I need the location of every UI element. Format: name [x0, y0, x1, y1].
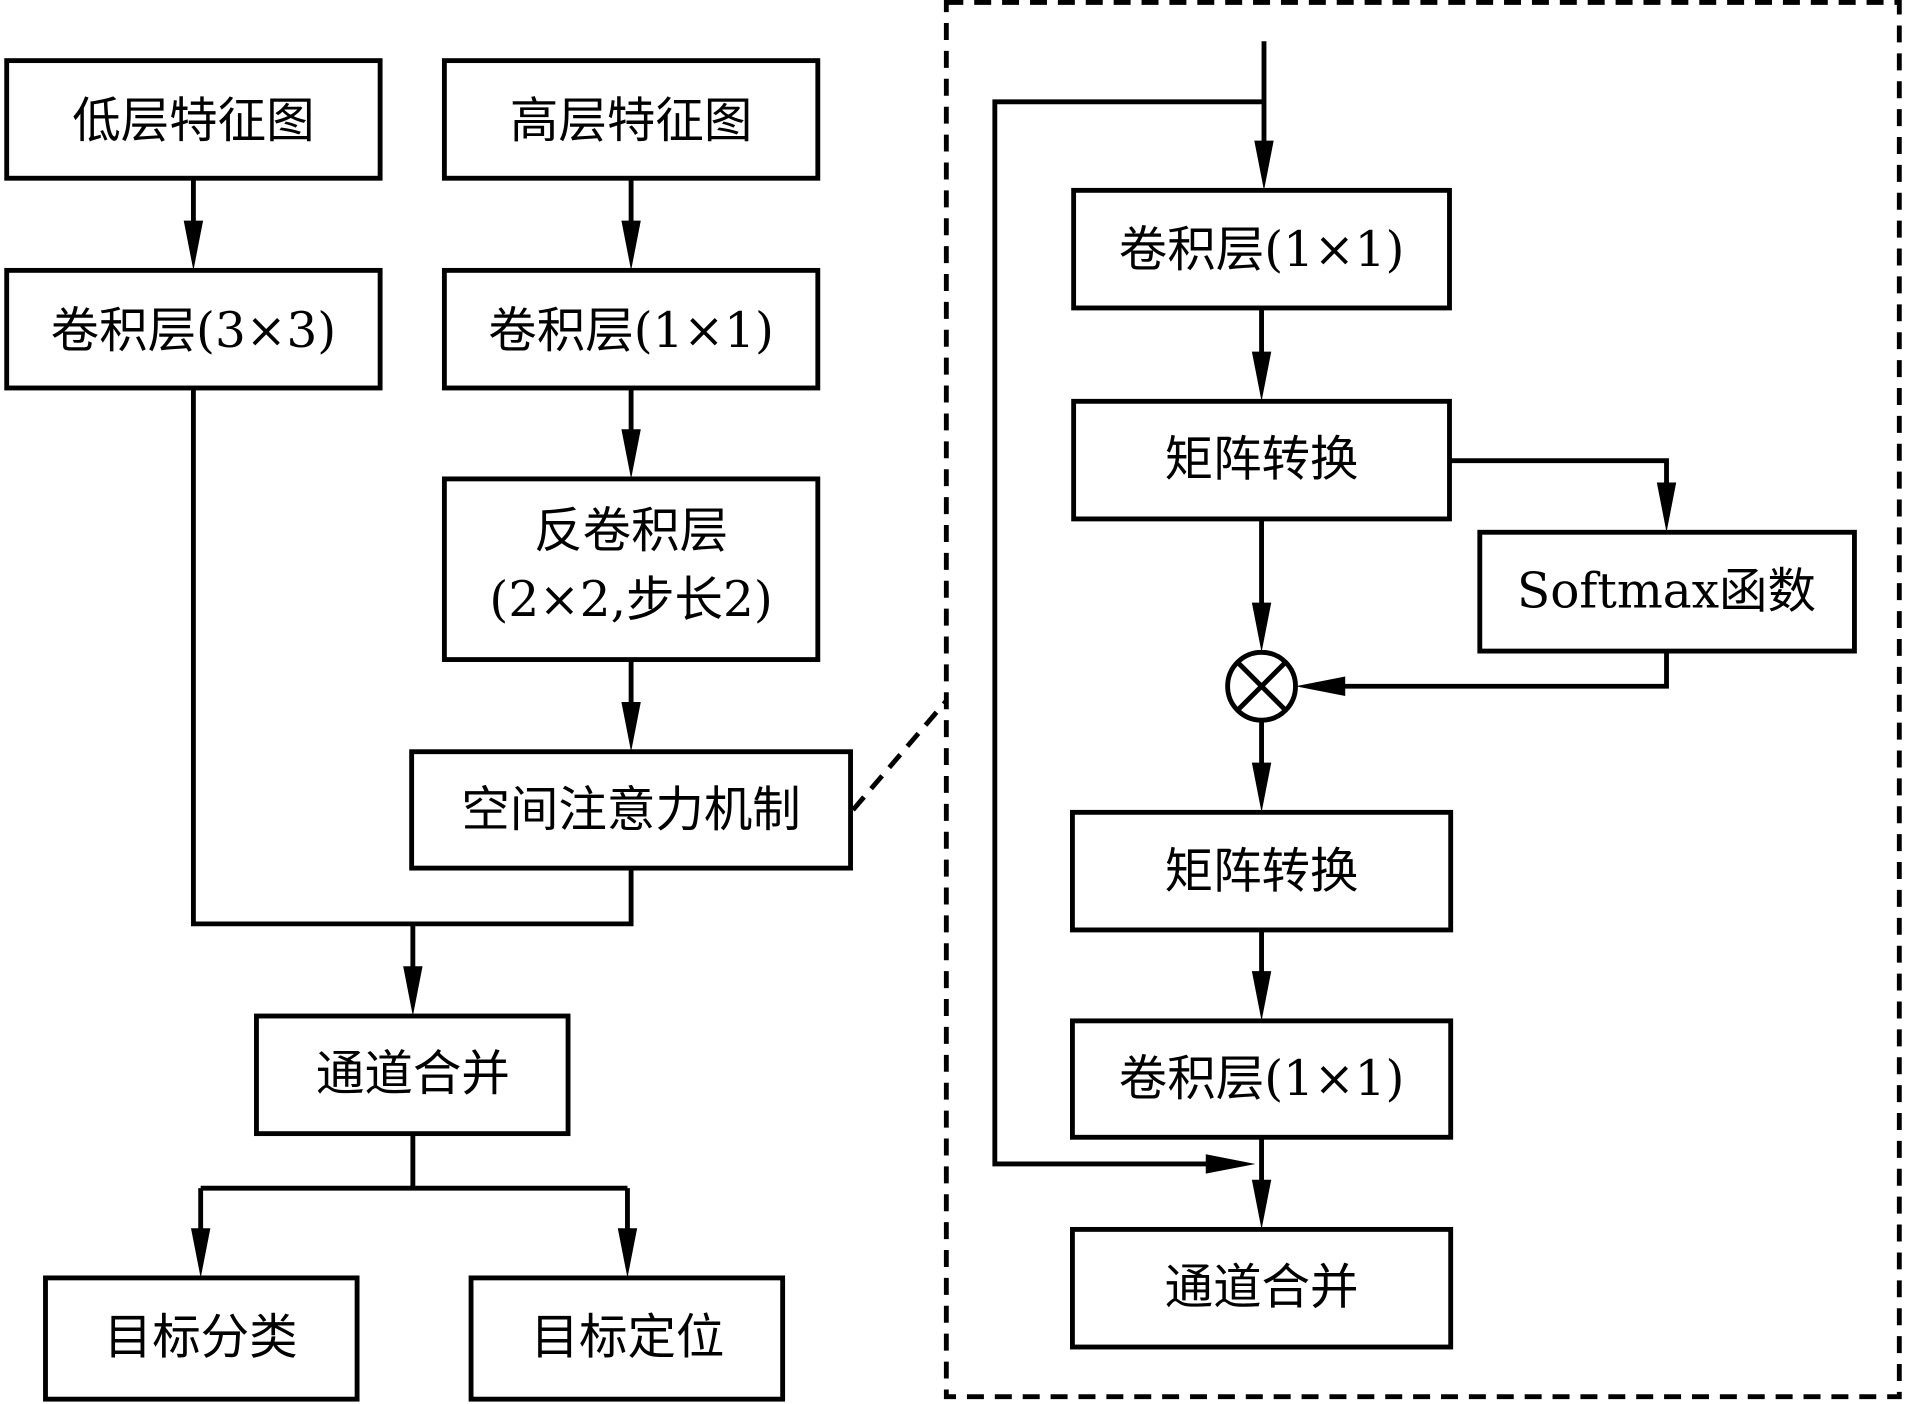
- arrow-head: [403, 966, 423, 1017]
- node-label: 通道合并: [1165, 1260, 1359, 1316]
- node-label: 反卷积层: [534, 503, 728, 559]
- arrow-head: [1251, 351, 1272, 402]
- node-conv-3x3: 卷积层(3×3): [4, 267, 383, 391]
- node-conv-1x1: 卷积层(1×1): [441, 267, 821, 391]
- node-label: (2×2,步长2): [489, 572, 772, 628]
- arrow-head: [1295, 676, 1346, 696]
- node-detail-channel-concat: 通道合并: [1070, 1226, 1454, 1350]
- node-label: 矩阵转换: [1165, 432, 1359, 488]
- arrow-head: [1251, 971, 1272, 1021]
- arrow-head: [617, 1228, 638, 1278]
- node-label: 目标分类: [104, 1309, 298, 1365]
- node-label: 卷积层(1×1): [1119, 1051, 1405, 1107]
- edge: [1322, 651, 1669, 689]
- arrow-head: [621, 429, 641, 479]
- skip-connection: [992, 99, 1264, 1167]
- edge: [198, 1133, 630, 1249]
- attention-detail-frame: [943, 0, 1902, 1400]
- arrow-head: [1251, 1179, 1272, 1230]
- node-detail-conv-1x1-bottom: 卷积层(1×1): [1070, 1018, 1454, 1140]
- node-label: 低层特征图: [72, 93, 314, 149]
- multiply-node: [1225, 649, 1298, 723]
- node-classification: 目标分类: [43, 1275, 360, 1402]
- zoom-link-dashed: [851, 699, 949, 812]
- arrow-head: [1251, 762, 1272, 813]
- arrow-head: [190, 1228, 211, 1278]
- node-detail-reshape-2: 矩阵转换: [1070, 809, 1454, 933]
- node-detail-softmax: Softmax函数: [1477, 529, 1857, 654]
- node-label: 卷积层(1×1): [1119, 222, 1405, 278]
- arrow-head: [1254, 140, 1274, 191]
- node-high-feature-map: 高层特征图: [441, 58, 821, 181]
- arrow-head: [1205, 1154, 1256, 1174]
- node-channel-concat: 通道合并: [254, 1013, 571, 1137]
- node-low-feature-map: 低层特征图: [4, 58, 383, 181]
- node-label: 高层特征图: [510, 93, 752, 149]
- right-connectors: [992, 41, 1677, 1230]
- node-detail-reshape-1: 矩阵转换: [1071, 398, 1452, 522]
- node-detail-conv-1x1-top: 卷积层(1×1): [1071, 187, 1452, 311]
- multiply-cross: [1235, 660, 1288, 713]
- node-label: 卷积层(1×1): [488, 303, 774, 359]
- arrow-head: [1251, 602, 1272, 653]
- node-label: 矩阵转换: [1165, 844, 1359, 900]
- node-label: 卷积层(3×3): [51, 303, 337, 359]
- node-label: 空间注意力机制: [461, 782, 800, 838]
- arrow-head: [621, 220, 641, 271]
- node-label: Softmax函数: [1517, 564, 1816, 620]
- arrow-head: [1656, 482, 1677, 533]
- node-spatial-attention: 空间注意力机制: [409, 749, 853, 871]
- node-deconv: 反卷积层 (2×2,步长2): [441, 476, 821, 662]
- arrow-head: [183, 220, 204, 271]
- edge: [1449, 458, 1669, 507]
- arrow-head: [621, 702, 641, 752]
- left-connectors: [183, 178, 949, 1278]
- node-label: 目标定位: [530, 1309, 724, 1365]
- node-localization: 目标定位: [468, 1275, 786, 1402]
- node-label: 通道合并: [316, 1046, 510, 1102]
